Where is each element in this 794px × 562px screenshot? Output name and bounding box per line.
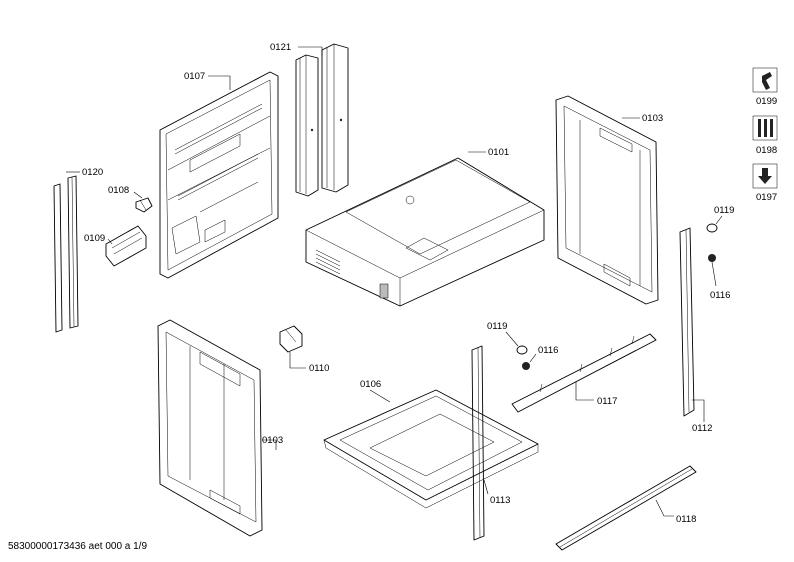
part-0121-rails — [295, 43, 349, 197]
vent-slots — [174, 103, 263, 213]
download-arrow-icon — [758, 168, 772, 184]
leader-0121 — [298, 46, 323, 57]
part-0110-bracket — [279, 325, 303, 353]
leader-0109 — [107, 238, 113, 245]
part-0119-knob-middle — [516, 345, 528, 355]
document-id-footer: 58300000173436 aet 000 a 1/9 — [8, 541, 148, 552]
part-0107-rear-panel — [159, 71, 279, 279]
label-0118: 0118 — [676, 514, 696, 525]
part-0119-knob-right — [706, 223, 718, 233]
label-0107: 0107 — [184, 71, 205, 82]
tool-label-0197: 0197 — [756, 192, 777, 203]
leader-0107 — [208, 75, 231, 90]
label-0117: 0117 — [597, 396, 617, 407]
leader-0116b — [529, 353, 537, 363]
label-0108: 0108 — [108, 185, 129, 196]
label-0103a: 0103 — [642, 113, 663, 124]
part-0112-bracket — [679, 227, 695, 417]
part-0116-knob-middle — [522, 362, 530, 370]
part-0117-rail — [511, 333, 657, 413]
label-0112: 0112 — [692, 423, 712, 434]
part-0106-bottom-tray — [323, 389, 539, 509]
label-0113: 0113 — [490, 495, 510, 506]
part-0103-side-panel-left — [157, 319, 263, 537]
part-0103-side-panel-right — [555, 95, 659, 305]
leader-0103b — [262, 439, 277, 450]
part-0116-knob-right — [708, 254, 716, 262]
label-0120: 0120 — [82, 167, 103, 178]
side-vents — [315, 249, 341, 275]
tool-0197 — [752, 163, 778, 189]
leader-0117 — [575, 382, 594, 401]
label-0116b: 0116 — [538, 345, 558, 356]
tool-0199 — [752, 67, 778, 93]
label-0110: 0110 — [309, 363, 329, 374]
label-0119a: 0119 — [714, 205, 734, 216]
leader-0110 — [289, 352, 306, 369]
part-0108-clip — [135, 197, 153, 213]
part-0118-rail — [555, 465, 697, 551]
leader-0108 — [133, 191, 143, 199]
leader-0106 — [369, 389, 391, 403]
wrench-tool-icon — [762, 72, 772, 90]
part-0109-connector — [105, 225, 147, 267]
tool-label-0198: 0198 — [756, 145, 777, 156]
label-0103b: 0103 — [262, 435, 283, 446]
tool-label-0199: 0199 — [756, 96, 777, 107]
label-0116a: 0116 — [710, 290, 730, 301]
leader-0116a — [711, 261, 717, 287]
leader-0112 — [692, 399, 705, 422]
label-0121: 0121 — [270, 42, 291, 53]
label-0101: 0101 — [488, 147, 509, 158]
screwdriver-set-icon — [758, 119, 773, 137]
tool-0198 — [752, 115, 778, 141]
part-0113-bracket — [471, 345, 485, 541]
part-0120-bars — [53, 175, 79, 333]
label-0106: 0106 — [360, 379, 381, 390]
leader-0119a — [715, 215, 723, 225]
leader-0119b — [505, 331, 519, 347]
leader-0113 — [483, 479, 489, 495]
label-0119b: 0119 — [487, 321, 507, 332]
part-0101-oven-body — [305, 157, 545, 307]
leader-0118 — [655, 499, 674, 517]
label-0109: 0109 — [84, 233, 105, 244]
